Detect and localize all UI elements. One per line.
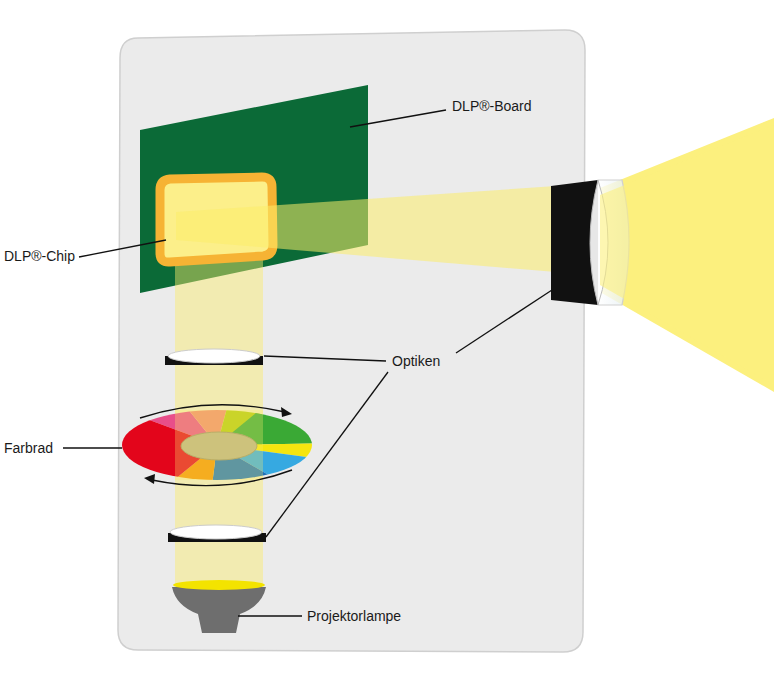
reflected-beam [176,186,556,272]
arrow-head [144,474,155,484]
wheel-hub [181,432,257,460]
light-through-wheel [175,410,263,480]
arrow-head [281,407,292,417]
projector-housing [118,30,585,652]
projected-light [600,125,774,385]
optic-lens [170,525,262,539]
lamp-light [173,580,265,590]
projector-lamp [172,587,266,633]
part-label: Farbrad [4,440,53,457]
optic-lens [168,349,260,363]
rotation-arrow [152,470,292,486]
rotation-arrow [140,405,285,418]
part-label: DLP®-Chip [4,248,75,265]
part-label: Projektorlampe [307,608,401,625]
leader-lines [63,110,552,616]
part-label: Optiken [392,353,440,370]
projected-light [600,118,774,392]
color-wheel [107,408,327,486]
part-label: DLP®-Board [452,98,532,115]
